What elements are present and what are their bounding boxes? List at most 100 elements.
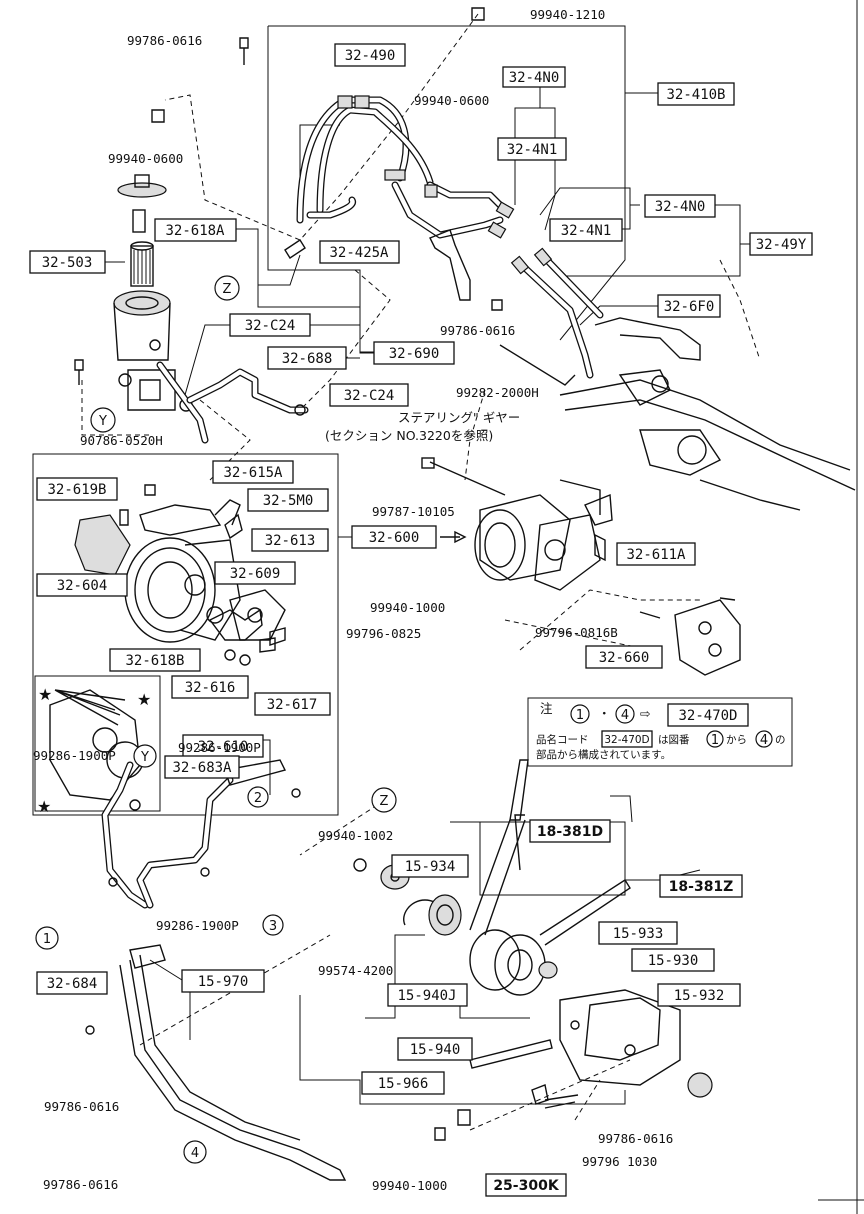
note-arrow: ⇨ <box>640 706 651 721</box>
pressure-switch-bracket <box>639 597 741 676</box>
part-label-15-933: 15-933 <box>613 926 664 942</box>
part-label-32-683a: 32-683A <box>172 760 232 776</box>
note-part-32-470d: 32-470D <box>678 708 737 724</box>
steering-gear-title: ステアリング" ギヤー <box>398 410 520 425</box>
part-label-32-6f0: 32-6F0 <box>664 299 715 315</box>
return-lines-top <box>510 247 701 379</box>
hw-99940-1000-b: 99940-1000 <box>372 1178 447 1193</box>
part-label-32-4n1-top: 32-4N1 <box>507 142 558 158</box>
callout-3: 3 <box>269 919 277 934</box>
callout-z-top: Z <box>223 282 232 297</box>
hw-99786-0616-d: 99786-0616 <box>43 1177 118 1192</box>
hw-90786-0520h: 90786-0520H <box>80 433 163 448</box>
part-label-32-616: 32-616 <box>185 680 236 696</box>
hw-99796-1030: 99796 1030 <box>582 1154 657 1169</box>
part-label-32-618a: 32-618A <box>165 223 225 239</box>
part-label-15-930: 15-930 <box>648 953 699 969</box>
note-line-circle-1: 1 <box>711 733 719 748</box>
idler-pulley-parts <box>353 759 631 996</box>
part-label-32-613: 32-613 <box>265 533 316 549</box>
part-label-32-611a: 32-611A <box>626 547 686 563</box>
part-label-32-684: 32-684 <box>47 976 98 992</box>
note-circle-1: 1 <box>576 708 584 723</box>
inset-stars: ★ ★ ★ <box>37 685 151 816</box>
part-label-32-604: 32-604 <box>57 578 108 594</box>
part-label-32-619b: 32-619B <box>47 482 106 498</box>
callout-y-lower: Y <box>140 750 149 765</box>
part-label-32-5m0: 32-5M0 <box>263 493 314 509</box>
part-label-32-688: 32-688 <box>282 351 333 367</box>
callout-z-lower: Z <box>380 794 389 809</box>
pump-assembly-exploded <box>74 484 286 666</box>
note-panel: 注 1 ・ 4 ⇨ 32-470D 品名コード 32-470D は図番 1 から… <box>527 697 793 767</box>
part-label-32-4n0-mid: 32-4N0 <box>655 199 706 215</box>
hw-99796-0816b: 99796-0816B <box>535 625 618 640</box>
callout-4: 4 <box>191 1146 199 1161</box>
star-mark-3: ★ <box>37 797 51 816</box>
hw-99574-4200: 99574-4200 <box>318 963 393 978</box>
small-bolts-top <box>74 7 503 385</box>
part-label-32-4n0-top: 32-4N0 <box>509 70 560 86</box>
part-label-15-966: 15-966 <box>378 1076 429 1092</box>
lower-hoses <box>101 759 301 909</box>
note-code-prefix: 品名コード <box>536 733 589 746</box>
part-label-32-615a: 32-615A <box>223 465 283 481</box>
part-label-15-970: 15-970 <box>198 974 249 990</box>
note-heading: 注 <box>540 701 553 716</box>
part-label-15-932: 15-932 <box>674 988 725 1004</box>
pressure-hoses-top <box>284 95 515 259</box>
reservoir-cap <box>117 174 167 233</box>
steering-gear-note: ステアリング" ギヤー (セクション NO.3220を参照) <box>325 410 520 443</box>
callout-markers: Z Y Z Y 1 2 3 4 <box>35 275 397 1164</box>
note-line1-end: の <box>775 734 786 746</box>
hw-99286-1900p-c: 99286-1900P <box>156 918 239 933</box>
part-label-32-609: 32-609 <box>230 566 281 582</box>
hw-99786-0616-a: 99786-0616 <box>127 33 202 48</box>
part-label-15-940j: 15-940J <box>397 988 456 1004</box>
steering-gear-reference: (セクション NO.3220を参照) <box>325 428 493 443</box>
part-label-32-618b: 32-618B <box>125 653 184 669</box>
part-label-18-381z: 18-381Z <box>669 879 734 895</box>
hw-99940-1002: 99940-1002 <box>318 828 393 843</box>
hw-99286-1900p-b: 99286-1900P <box>178 740 261 755</box>
part-label-32-c24-b: 32-C24 <box>344 388 395 404</box>
star-mark-1: ★ <box>38 685 52 704</box>
part-label-32-617: 32-617 <box>267 697 318 713</box>
hw-99796-0825: 99796-0825 <box>346 626 421 641</box>
part-label-32-410b: 32-410B <box>666 87 725 103</box>
part-label-32-660: 32-660 <box>599 650 650 666</box>
hw-99940-1210: 99940-1210 <box>530 7 605 22</box>
part-label-15-934: 15-934 <box>405 859 456 875</box>
part-label-32-425a: 32-425A <box>329 245 389 261</box>
hw-99940-0600-b: 99940-0600 <box>108 151 183 166</box>
long-pipe <box>85 944 347 1181</box>
page-edge-marks <box>818 0 864 1214</box>
part-label-32-503: 32-503 <box>42 255 93 271</box>
hw-99786-0616-b: 99786-0616 <box>440 323 515 338</box>
steering-gear <box>499 344 856 511</box>
pump-assembled <box>421 457 613 591</box>
hw-99786-0616-c: 99786-0616 <box>44 1099 119 1114</box>
reservoir-strainer <box>130 241 154 287</box>
hw-99282-2000h: 99282-2000H <box>456 385 539 400</box>
note-line-circle-4: 4 <box>760 733 768 748</box>
reservoir-tank <box>113 290 193 412</box>
hw-99940-0600-a: 99940-0600 <box>414 93 489 108</box>
hw-99787-10105: 99787-10105 <box>372 504 455 519</box>
tensioner-bracket <box>434 961 713 1141</box>
note-line1-mid: は図番 <box>658 734 690 746</box>
callout-2: 2 <box>254 791 262 806</box>
note-line2: 部品から構成されています。 <box>536 748 671 761</box>
note-line1-from: から <box>726 734 747 746</box>
callout-y-left: Y <box>98 414 107 429</box>
part-label-32-c24-a: 32-C24 <box>245 318 296 334</box>
part-label-32-690: 32-690 <box>389 346 440 362</box>
callout-1: 1 <box>43 932 51 947</box>
note-separator: ・ <box>598 706 611 721</box>
suction-hoses <box>156 361 309 444</box>
arrow-to-assembly <box>440 530 467 544</box>
part-label-18-381d: 18-381D <box>537 824 603 840</box>
part-label-25-300k: 25-300K <box>493 1178 560 1194</box>
hw-99786-0616-e: 99786-0616 <box>598 1131 673 1146</box>
